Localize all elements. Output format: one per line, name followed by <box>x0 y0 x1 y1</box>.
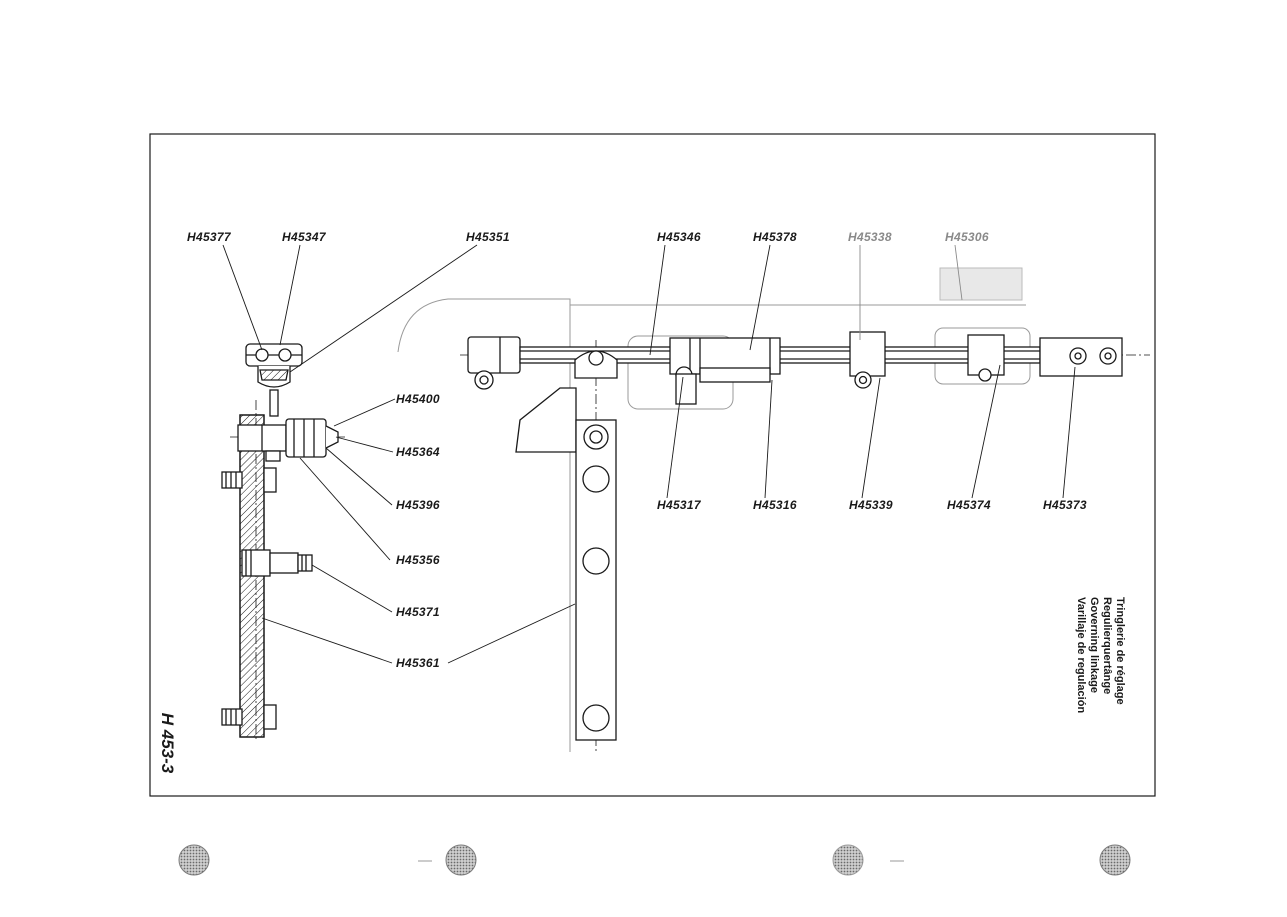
governing-rod <box>467 331 1123 405</box>
label-h45361: H45361 <box>396 656 440 670</box>
sheet-number: H 453-3 <box>150 712 184 774</box>
label-h45351: H45351 <box>466 230 510 244</box>
punch-hole <box>832 844 864 876</box>
label-h45371: H45371 <box>396 605 440 619</box>
label-h45339: H45339 <box>849 498 893 512</box>
left-lever-assembly <box>221 343 339 738</box>
label-h45347: H45347 <box>282 230 326 244</box>
label-h45346: H45346 <box>657 230 701 244</box>
title-line-spanish: Varillaje de regulación <box>1075 597 1087 714</box>
label-h45364: H45364 <box>396 445 440 459</box>
title-block: Tringlerie de réglage Regulierquertânge … <box>1062 597 1138 715</box>
punch-hole <box>445 844 477 876</box>
title-line-german: Regulierquertânge <box>1101 597 1113 695</box>
label-h45338: H45338 <box>848 230 892 244</box>
label-h45306: H45306 <box>945 230 989 244</box>
label-h45374: H45374 <box>947 498 991 512</box>
drawing-frame <box>149 133 1156 797</box>
punch-hole <box>1099 844 1131 876</box>
label-h45356: H45356 <box>396 553 440 567</box>
label-h45378: H45378 <box>753 230 797 244</box>
title-line-french: Tringlerie de réglage <box>1114 597 1126 705</box>
label-h45396: H45396 <box>396 498 440 512</box>
punch-hole <box>178 844 210 876</box>
label-h45316: H45316 <box>753 498 797 512</box>
label-h45373: H45373 <box>1043 498 1087 512</box>
label-h45317: H45317 <box>657 498 701 512</box>
label-h45400: H45400 <box>396 392 440 406</box>
sheet-number-text: H 453-3 <box>158 712 177 774</box>
leader-lines <box>222 244 1076 664</box>
label-h45377: H45377 <box>187 230 231 244</box>
center-lever <box>515 350 618 741</box>
title-line-english: Governing linkage <box>1088 597 1100 693</box>
